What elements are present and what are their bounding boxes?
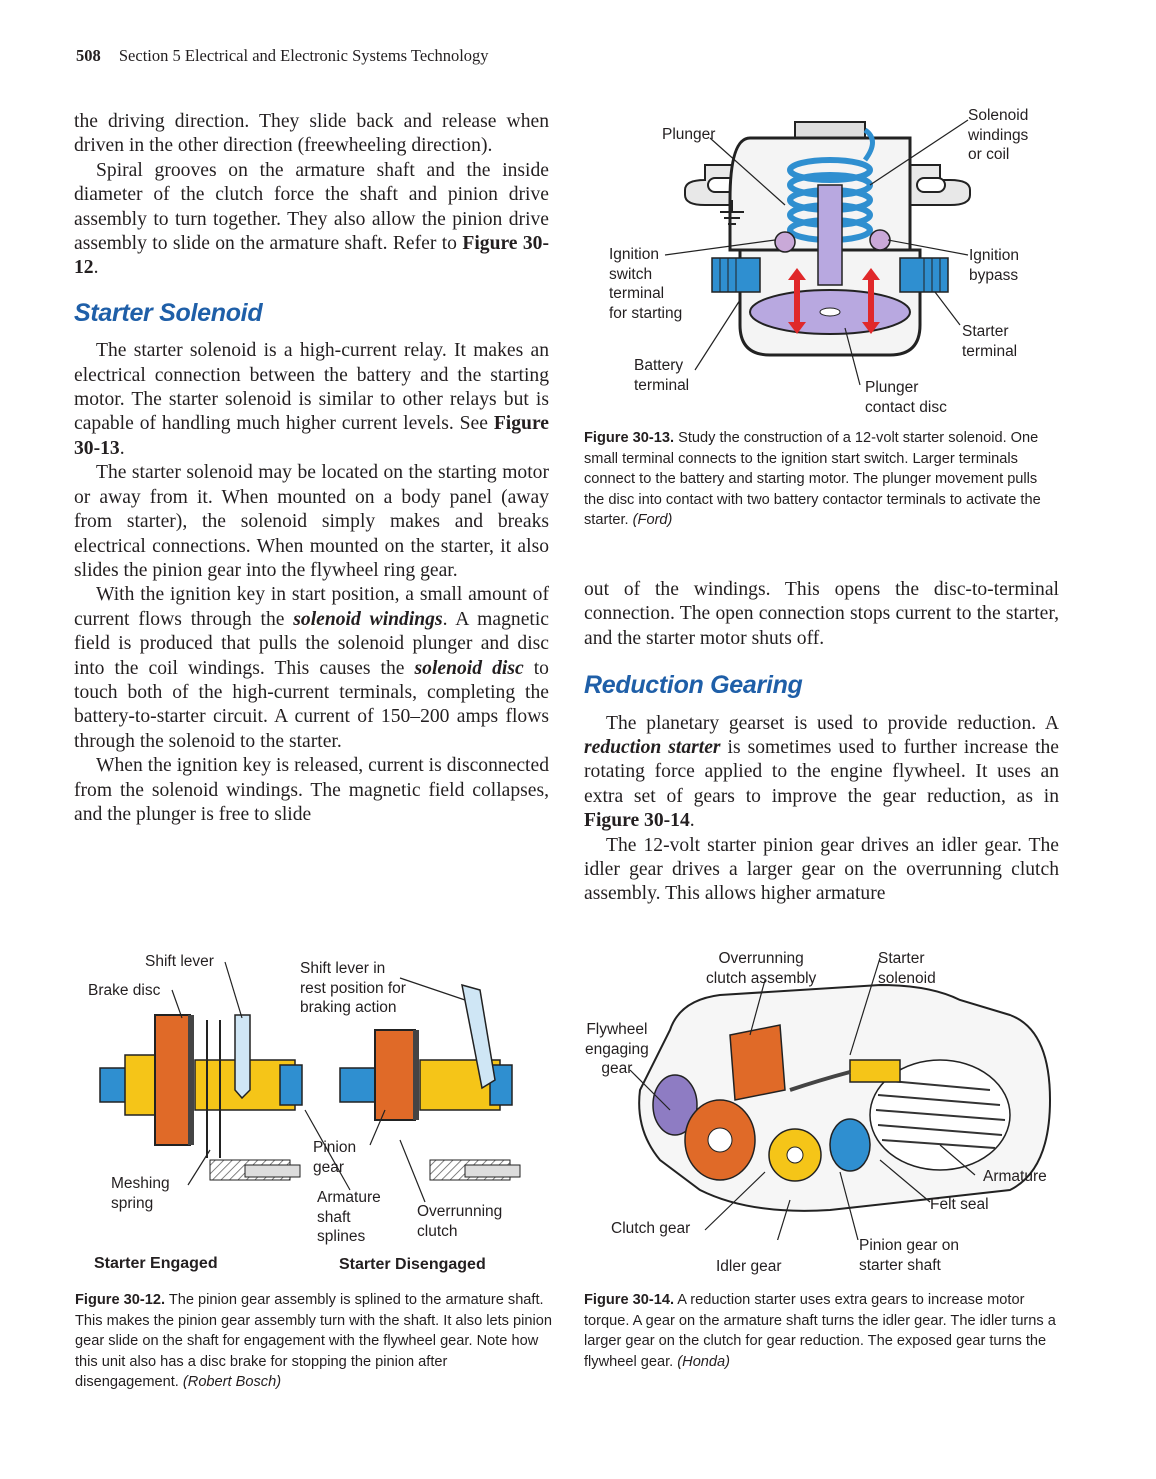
figure-ref: Figure 30-14: [584, 810, 690, 832]
label-clutch-gear: Clutch gear: [611, 1220, 691, 1237]
label-pinion-gear: Pinion gear: [313, 1139, 357, 1176]
figure-ref: Figure 30-12: [74, 233, 549, 279]
figure-ref: Figure 30-13: [74, 413, 549, 459]
label-battery-terminal: Battery terminal: [634, 357, 690, 394]
paragraph: With the ignition key in start position,…: [74, 584, 549, 752]
paragraph: Spiral grooves on the armature shaft and…: [74, 159, 549, 279]
left-column: the driving direction. They slide back a…: [74, 110, 549, 827]
label-shift-lever-rest: Shift lever in rest position for braking…: [300, 960, 406, 1016]
label-meshing-spring: Meshing spring: [111, 1175, 170, 1212]
label-ignition-switch-terminal: Ignition switch terminal for starting: [609, 246, 683, 322]
paragraph: The starter solenoid may be located on t…: [74, 462, 549, 581]
label-overrunning-clutch: Overrunning clutch: [417, 1203, 503, 1240]
label-solenoid-windings: Solenoid windings or coil: [968, 107, 1029, 163]
pinion-drive-illustration: [99, 961, 521, 1203]
key-term: solenoid windings: [293, 608, 443, 630]
label-idler-gear: Idler gear: [716, 1258, 782, 1275]
figure-caption: Figure 30-12. The pinion gear assembly i…: [75, 1292, 552, 1391]
label-ignition-bypass: Ignition bypass: [969, 247, 1019, 284]
label-overrunning-clutch-assembly: Overrunning clutch assembly: [706, 950, 817, 987]
label-pinion-gear-on-starter-shaft: Pinion gear on starter shaft: [859, 1237, 959, 1274]
paragraph: out of the windings. This opens the disc…: [584, 579, 1059, 649]
label-brake-disc: Brake disc: [88, 982, 161, 999]
running-head: 508 Section 5 Electrical and Electronic …: [76, 46, 489, 66]
paragraph: the driving direction. They slide back a…: [74, 111, 549, 157]
paragraph: The 12-volt starter pinion gear drives a…: [584, 834, 1059, 905]
label-starter-solenoid: Starter solenoid: [878, 950, 936, 987]
label-plunger-contact-disc: Plunger contact disc: [865, 379, 947, 416]
key-term: reduction starter: [584, 737, 721, 759]
reduction-starter-illustration: [629, 957, 1052, 1240]
label-felt-seal: Felt seal: [930, 1196, 989, 1213]
paragraph: The planetary gearset is used to provide…: [584, 712, 1060, 832]
label-shift-lever: Shift lever: [145, 953, 214, 970]
section-heading: Starter Solenoid: [74, 298, 263, 327]
figure-30-14: Overrunning clutch assembly Starter sole…: [580, 940, 1080, 1400]
label-starter-terminal: Starter terminal: [962, 323, 1018, 360]
subhead-starter-engaged: Starter Engaged: [94, 1255, 218, 1272]
label-armature: Armature: [983, 1168, 1047, 1185]
subhead-starter-disengaged: Starter Disengaged: [339, 1256, 486, 1273]
solenoid-illustration: [664, 119, 971, 386]
figure-30-13: Plunger Solenoid windings or coil Igniti…: [580, 100, 1080, 540]
figure-caption: Figure 30-14. A reduction starter uses e…: [584, 1292, 1056, 1370]
right-column: out of the windings. This opens the disc…: [584, 578, 1059, 907]
page-number: 508: [76, 46, 101, 65]
paragraph: When the ignition key is released, curre…: [74, 755, 549, 825]
label-armature-shaft-splines: Armature shaft splines: [317, 1189, 381, 1245]
paragraph: The starter solenoid is a high-current r…: [74, 340, 549, 459]
label-flywheel-engaging-gear: Flywheel engaging gear: [585, 1021, 649, 1077]
key-term: solenoid disc: [414, 657, 524, 679]
section-heading: Reduction Gearing: [584, 671, 803, 700]
label-plunger: Plunger: [662, 126, 716, 143]
section-title: Section 5 Electrical and Electronic Syst…: [118, 46, 489, 65]
figure-caption: Figure 30-13. Study the construction of …: [584, 430, 1041, 529]
figure-30-12: Shift lever Brake disc Shift lever in re…: [70, 940, 560, 1400]
